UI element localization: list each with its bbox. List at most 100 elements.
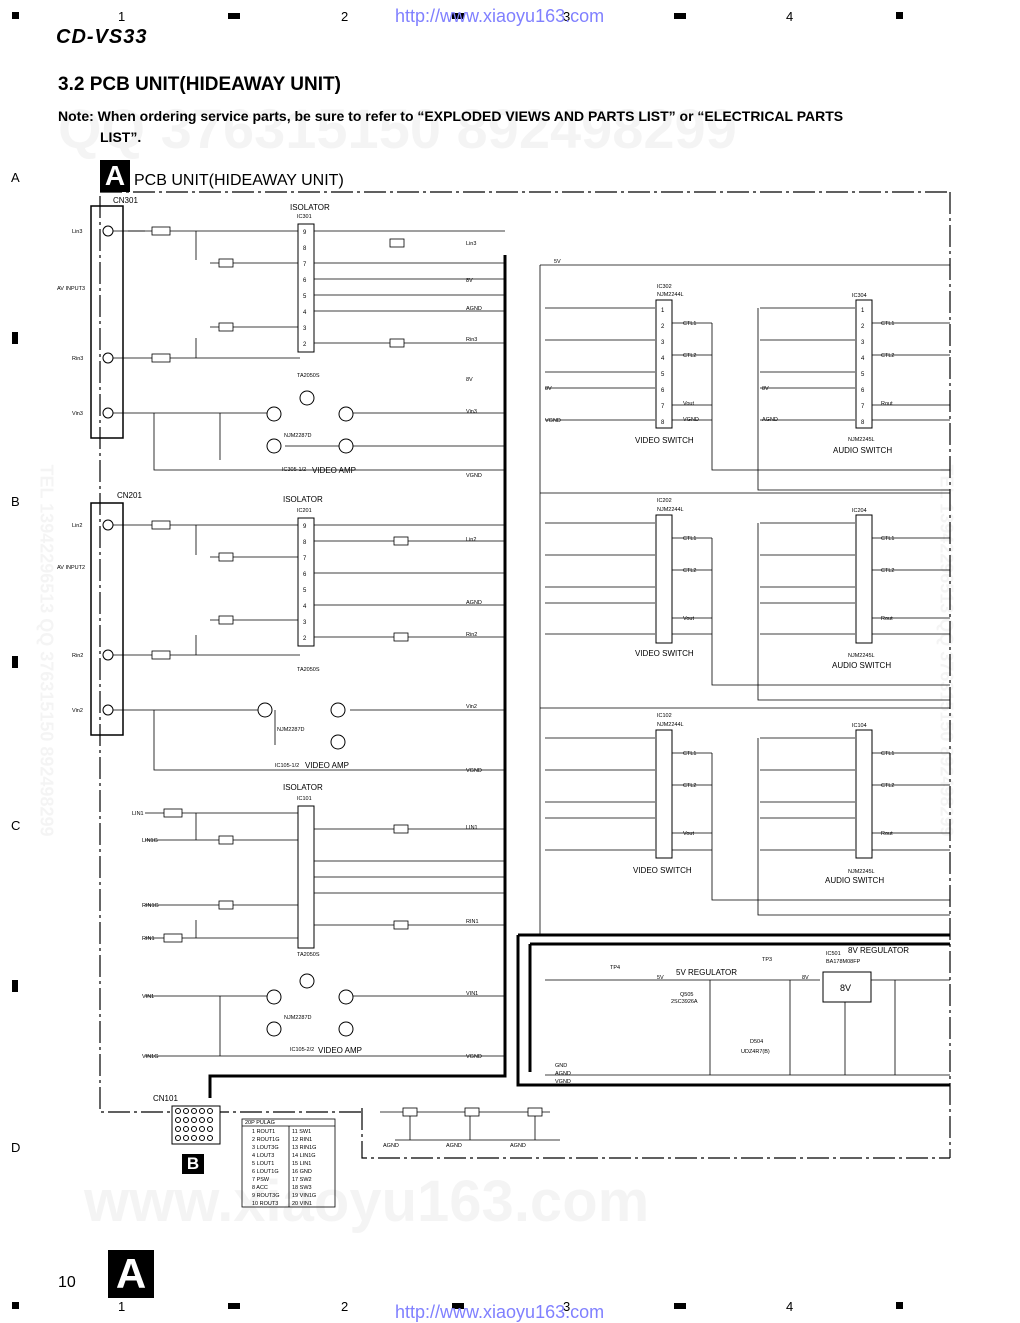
ic-part: TA2050S (297, 952, 320, 958)
section-title: 3.2 PCB UNIT(HIDEAWAY UNIT) (58, 74, 341, 95)
ic-part: NJM2244L (657, 722, 684, 728)
svg-text:2: 2 (303, 636, 307, 642)
svg-text:5: 5 (303, 588, 307, 594)
pin-table-cell: 12 RIN1 (292, 1137, 312, 1143)
net-label: RIN1 (466, 919, 479, 925)
pin-table-grid (241, 1118, 336, 1208)
net-label: LIN1 (132, 811, 144, 817)
svg-text:2: 2 (303, 342, 307, 348)
ic-part: NJM2244L (657, 507, 684, 513)
net-label: CTL2 (881, 353, 894, 359)
net-label: Rin3 (466, 337, 477, 343)
column-number: 1 (118, 9, 126, 24)
net-label: Vout (683, 616, 694, 622)
pin-table-cell: 15 LIN1 (292, 1161, 311, 1167)
block-label: VIDEO AMP (318, 1046, 362, 1055)
net-label: VGND (683, 417, 699, 423)
connector-label: CN201 (117, 491, 142, 500)
regulator-output-label: 8V (840, 983, 851, 993)
registration-mark (12, 332, 18, 344)
net-label: CTL2 (683, 353, 696, 359)
net-label: Vin3 (466, 409, 477, 415)
svg-text:8: 8 (661, 420, 665, 426)
net-label: VIN1 (142, 994, 154, 1000)
net-label: CTL1 (683, 751, 696, 757)
pin-table-cell: 10 ROUT3 (252, 1201, 278, 1207)
svg-text:9: 9 (303, 524, 307, 530)
row-letter: A (11, 170, 20, 185)
ic-part: NJM2244L (657, 292, 684, 298)
svg-text:7: 7 (303, 556, 307, 562)
net-label: RIN1G (142, 903, 159, 909)
pin-table-cell: 18 SW3 (292, 1185, 312, 1191)
net-label: CTL2 (683, 568, 696, 574)
pin-table-cell: 13 RIN1G (292, 1145, 316, 1151)
net-label: Lin2 (466, 537, 476, 543)
net-label: CTL1 (683, 321, 696, 327)
connector-label: CN101 (153, 1094, 178, 1103)
net-label: VIN1G (142, 1054, 159, 1060)
net-label: 8V (466, 278, 473, 284)
ic-part: NJM2287D (284, 1015, 312, 1021)
rca-jack (102, 225, 114, 716)
net-label: 5V (554, 259, 561, 265)
svg-text:8: 8 (303, 540, 307, 546)
jack-frame (90, 205, 124, 736)
pin-table-cell: 2 ROUT1G (252, 1137, 280, 1143)
ic-part: NJM2245L (848, 653, 875, 659)
net-label: AGND (466, 600, 482, 606)
registration-mark (452, 13, 464, 19)
svg-text:5: 5 (303, 294, 307, 300)
registration-mark (674, 1303, 686, 1309)
net-label: Rin2 (466, 632, 477, 638)
ic-label: IC305-1/2 (282, 467, 306, 473)
net-label: Lin3 (466, 241, 476, 247)
ordering-note-line: Note: When ordering service parts, be su… (58, 108, 844, 124)
footer-url[interactable]: http://www.xiaoyu163.com (395, 1302, 605, 1322)
svg-text:4: 4 (661, 356, 665, 362)
ic-label: D504 (750, 1039, 763, 1045)
column-number: 1 (118, 1299, 126, 1314)
net-label: CTL2 (881, 568, 894, 574)
row-letter: D (11, 1140, 21, 1155)
pin-table-title: 20P PULAG (245, 1120, 275, 1126)
column-number: 2 (341, 9, 349, 24)
switch-ic (655, 299, 873, 859)
unit-title: PCB UNIT(HIDEAWAY UNIT) (134, 172, 344, 189)
net-label: AGND (555, 1071, 571, 1077)
registration-mark (12, 12, 19, 19)
svg-text:7: 7 (661, 404, 665, 410)
ic-part: TA2050S (297, 373, 320, 379)
block-label: VIDEO AMP (305, 761, 349, 770)
watermark-text: QQ 376315150 892498299 (58, 96, 737, 161)
net-label: 8V (545, 386, 552, 392)
net-label: VGND (555, 1079, 571, 1085)
svg-text:4: 4 (303, 604, 307, 610)
ic-part: TA2050S (297, 667, 320, 673)
ic-label: IC104 (852, 723, 867, 729)
net-label: RIN1 (142, 936, 155, 942)
pin-table: 20P PULAG 1 ROUT1 11 SW1 2 ROUT1G 12 RIN… (245, 1120, 316, 1207)
pin-table-cell: 5 LOUT1 (252, 1161, 274, 1167)
pin-table-cell: 8 ACC (252, 1185, 268, 1191)
svg-text:6: 6 (303, 278, 307, 284)
svg-text:4: 4 (861, 356, 865, 362)
block-label: ISOLATOR (283, 495, 323, 504)
isolator-ic (297, 223, 315, 949)
ic-label: IC302 (657, 284, 672, 290)
net-label: Lin2 (72, 523, 82, 529)
ic-part: NJM2245L (848, 869, 875, 875)
svg-text:7: 7 (861, 404, 865, 410)
header-url[interactable]: http://www.xiaoyu163.com (395, 6, 605, 26)
net-label: 8V (762, 386, 769, 392)
net-label: LIN1 (466, 825, 478, 831)
block-label: VIDEO AMP (312, 466, 356, 475)
pin-table-cell: 17 SW2 (292, 1177, 312, 1183)
net-label: 8V (466, 377, 473, 383)
column-number: 3 (563, 9, 571, 24)
ic-label: IC202 (657, 498, 672, 504)
connector-label: CN301 (113, 196, 138, 205)
ic-label: IC301 (297, 214, 312, 220)
svg-text:6: 6 (861, 388, 865, 394)
registration-mark (12, 1302, 19, 1309)
